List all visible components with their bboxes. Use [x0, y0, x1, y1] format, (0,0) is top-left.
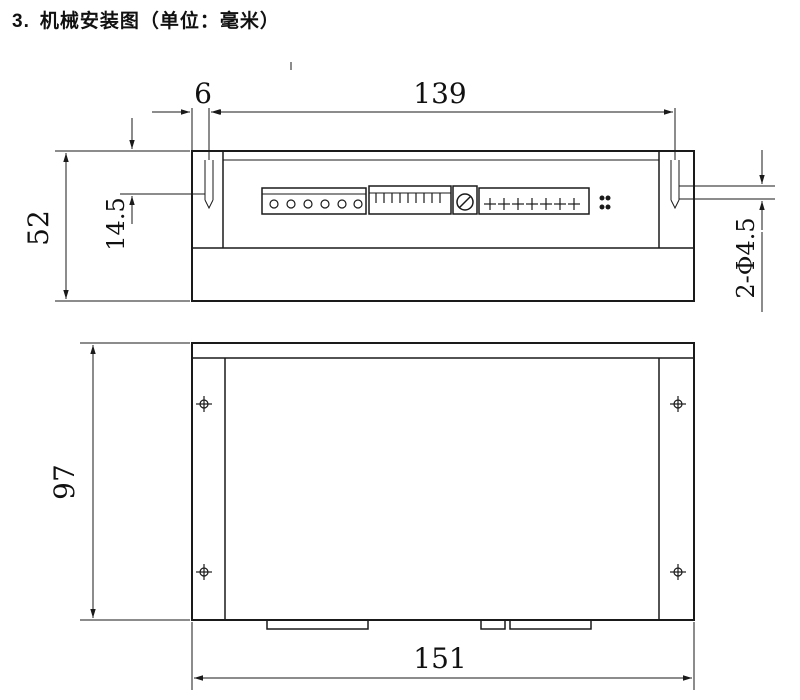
dim-label-hole-offset: 6 [194, 77, 212, 110]
mount-hole-bottom-right [670, 564, 686, 580]
dim-label-depth: 97 [48, 464, 81, 500]
mount-hole-top-left [196, 396, 212, 412]
page-heading: 3. 机械安装图（单位：毫米） [12, 6, 280, 33]
dimension-lines [55, 62, 775, 690]
connector-tab-right [509, 619, 592, 630]
dim-label-hole-height: 14.5 [102, 197, 130, 250]
mount-hole-top-right [670, 396, 686, 412]
terminal-block-right [478, 187, 590, 215]
top-view [191, 342, 695, 630]
indicator-leds [599, 195, 611, 210]
dip-switch [368, 185, 452, 215]
dim-label-mount-span: 139 [413, 77, 466, 110]
section-number: 3. [12, 11, 30, 32]
dim-label-hole-spec: 2-Φ4.5 [732, 217, 760, 298]
section-title: 机械安装图（单位：毫米） [39, 11, 280, 32]
front-view [191, 150, 695, 302]
front-outline [191, 150, 695, 302]
dim-label-width: 151 [413, 642, 466, 675]
terminal-block-left [261, 187, 367, 215]
potentiometer [452, 185, 478, 215]
connector-tab-left [266, 619, 369, 630]
mount-slot-right [670, 160, 680, 210]
top-outline [191, 342, 695, 621]
dim-label-height: 52 [22, 210, 55, 246]
mount-hole-bottom-left [196, 564, 212, 580]
connector-tab-middle [480, 619, 506, 630]
mount-slot-left [204, 160, 214, 210]
